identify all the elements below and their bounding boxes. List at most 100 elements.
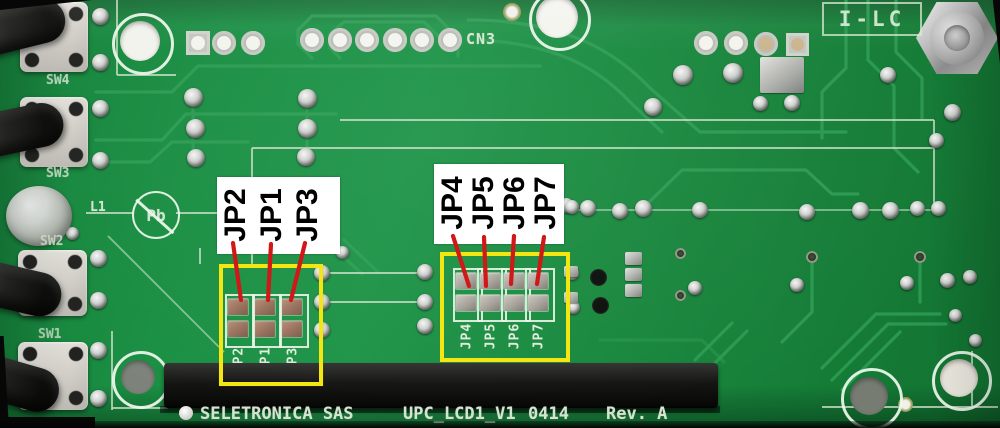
right-annotation-box: [434, 164, 564, 244]
pad-core: [791, 38, 804, 51]
solder-joint: [297, 88, 317, 108]
solder-joint: [91, 99, 109, 117]
drill-hole: [591, 296, 609, 314]
solder-joint: [89, 389, 107, 407]
switch-sw2: [0, 250, 87, 321]
jumper-pad: [528, 295, 548, 311]
solder-joint: [580, 200, 596, 216]
photo-edge: [0, 421, 1000, 428]
smd-pad: [625, 268, 642, 281]
solder-joint: [89, 341, 107, 359]
switch-sw3: [0, 97, 88, 167]
switch-sw1: [0, 342, 88, 417]
corner-marking-box: I-LC: [822, 2, 922, 36]
jumper-pad: [504, 273, 524, 289]
led-label: L1: [90, 200, 106, 215]
pad-core: [191, 36, 205, 50]
solder-joint: [91, 151, 109, 169]
mounting-hole: [850, 377, 888, 415]
solder-joint: [89, 249, 107, 267]
pad-core: [246, 36, 260, 50]
solder-joint: [943, 103, 961, 121]
lead-free-mark: Pb: [132, 191, 180, 239]
smd-pad: [625, 252, 642, 265]
screw-bore: [944, 25, 970, 51]
jumper-pad: [228, 321, 248, 337]
via: [674, 247, 686, 259]
solder-joint: [723, 63, 743, 83]
board-name-text: UPC_LCD1_V1: [403, 404, 516, 424]
pad-core: [699, 36, 713, 50]
solder-joint: [928, 132, 944, 148]
led: [6, 186, 72, 246]
solder-joint: [89, 291, 107, 309]
mounting-hole: [121, 360, 155, 394]
mounting-hole-ring: [932, 351, 992, 411]
pad-core: [388, 33, 402, 47]
pad-core: [415, 33, 429, 47]
mounting-hole-ring: [529, 0, 591, 51]
date-code-text: 0414: [528, 404, 569, 424]
switch-label: SW2: [40, 234, 64, 249]
solder-pad: [760, 57, 804, 93]
pad-core: [360, 33, 374, 47]
photo-edge: [0, 0, 92, 10]
silkscreen-dot: [179, 406, 193, 420]
photo-edge: [992, 0, 1000, 64]
via: [914, 251, 926, 263]
left-annotation-box: [217, 177, 340, 254]
pad-core: [443, 33, 457, 47]
pad-core: [305, 33, 319, 47]
solder-joint: [948, 308, 962, 322]
solder-joint: [565, 200, 579, 214]
right-jumper-highlight-box: [440, 252, 570, 362]
solder-joint: [65, 226, 79, 240]
solder-joint: [968, 333, 982, 347]
solder-joint: [939, 272, 955, 288]
switch-label: SW4: [46, 73, 70, 88]
header-shadow: [160, 406, 720, 413]
solder-joint: [784, 95, 800, 111]
solder-joint: [91, 7, 109, 25]
solder-joint: [692, 202, 708, 218]
switch-label: SW1: [38, 327, 62, 342]
jumper-pad: [456, 295, 476, 311]
jumper-pad: [480, 295, 500, 311]
solder-joint: [297, 118, 317, 138]
mounting-hole: [120, 21, 160, 61]
pad-core: [759, 37, 773, 51]
solder-joint: [688, 281, 702, 295]
solder-joint: [881, 201, 899, 219]
solder-joint: [187, 149, 205, 167]
smd-pad: [564, 292, 578, 303]
connector-label: CN3: [466, 30, 497, 48]
solder-joint: [91, 53, 109, 71]
solder-joint: [900, 276, 914, 290]
via: [806, 251, 818, 263]
corner-marking-text: I-LC: [838, 7, 906, 31]
via: [503, 3, 521, 21]
solder-joint: [790, 278, 804, 292]
jumper-pad: [228, 299, 248, 315]
solder-joint: [417, 318, 433, 334]
mounting-hole: [536, 0, 578, 38]
jumper-pad: [282, 299, 302, 315]
switch-sw4: [0, 0, 88, 72]
via: [674, 289, 686, 301]
solder-joint: [909, 200, 925, 216]
solder-joint: [752, 95, 768, 111]
smd-pad: [625, 284, 642, 297]
mounting-hole: [940, 359, 978, 397]
solder-joint: [417, 294, 433, 310]
manufacturer-text: SELETRONICA SAS: [200, 404, 354, 424]
solder-joint: [963, 270, 977, 284]
jumper-pad: [282, 321, 302, 337]
solder-joint: [851, 201, 869, 219]
smd-pad: [564, 266, 578, 277]
switch-label: SW3: [46, 166, 70, 181]
jumper-pad: [255, 299, 275, 315]
drill-hole: [589, 268, 607, 286]
solder-joint: [297, 148, 315, 166]
